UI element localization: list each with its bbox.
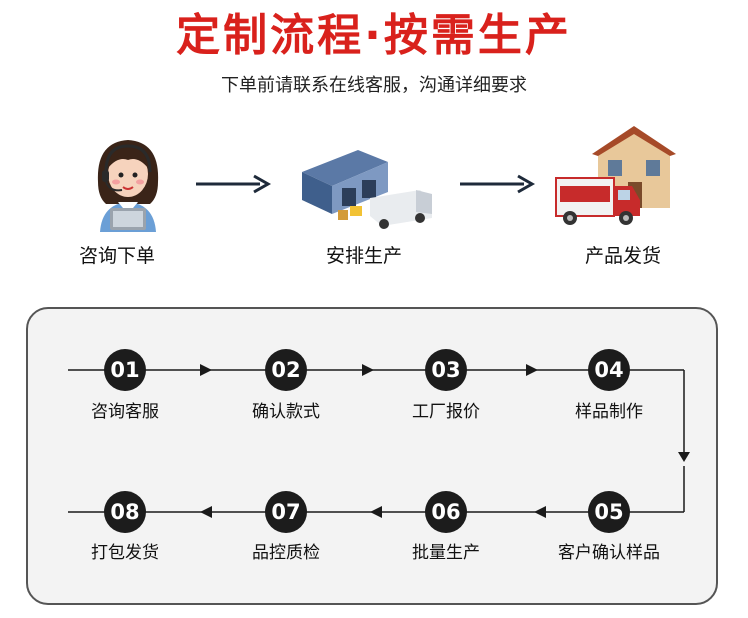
- step-label-01: 咨询客服: [91, 402, 159, 422]
- step-label-08: 打包发货: [91, 543, 159, 563]
- step-label-02: 确认款式: [252, 402, 320, 422]
- step-label-06: 批量生产: [412, 543, 480, 563]
- flow-arrow-2: [460, 174, 536, 194]
- customer-service-icon: [97, 140, 159, 232]
- step-number-07: 07: [265, 491, 307, 533]
- step-label-ship: 产品发货: [584, 245, 661, 267]
- page-title: 定制流程·按需生产: [176, 10, 572, 61]
- step-number-04: 04: [588, 349, 630, 391]
- step-label-05: 客户确认样品: [558, 543, 660, 563]
- step-number-01: 01: [104, 349, 146, 391]
- step-number-03: 03: [425, 349, 467, 391]
- step-number-05: 05: [588, 491, 630, 533]
- step-label-04: 样品制作: [575, 402, 643, 422]
- factory-icon: [302, 150, 432, 229]
- flow-arrow-1: [196, 174, 272, 194]
- step-label-produce: 安排生产: [325, 245, 402, 267]
- step-label-03: 工厂报价: [412, 402, 480, 422]
- step-label-07: 品控质检: [252, 543, 320, 563]
- step-label-consult: 咨询下单: [78, 245, 155, 267]
- step-number-06: 06: [425, 491, 467, 533]
- page-subtitle: 下单前请联系在线客服，沟通详细要求: [221, 75, 527, 96]
- step-number-02: 02: [265, 349, 307, 391]
- delivery-truck-icon: [555, 126, 676, 225]
- step-number-08: 08: [104, 491, 146, 533]
